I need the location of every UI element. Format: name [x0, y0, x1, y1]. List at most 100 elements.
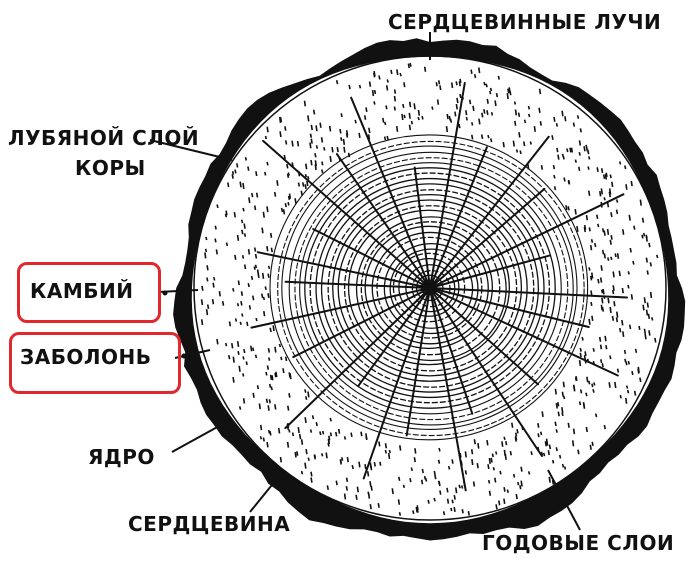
texture-dash [214, 238, 217, 243]
texture-dash [628, 214, 631, 221]
texture-dash [447, 465, 451, 470]
texture-dash [365, 107, 368, 113]
texture-dash [283, 154, 286, 160]
texture-dash [417, 109, 421, 116]
texture-dash [319, 122, 322, 128]
annual-ring [337, 199, 523, 377]
texture-dash [585, 214, 589, 221]
texture-dash [264, 135, 268, 140]
texture-dash [610, 212, 613, 218]
texture-dash [408, 112, 411, 119]
texture-dash [307, 115, 310, 122]
texture-dash [243, 348, 246, 354]
texture-dash [269, 430, 272, 436]
texture-dash [470, 69, 473, 74]
texture-dash [472, 105, 475, 112]
texture-dash [567, 206, 570, 211]
medullary-ray [262, 139, 431, 289]
texture-dash [266, 206, 269, 213]
texture-dash [231, 342, 234, 349]
texture-dash [503, 498, 506, 505]
texture-dash [578, 140, 582, 146]
texture-dash [262, 296, 266, 301]
texture-dash [563, 466, 567, 470]
texture-dash [254, 264, 258, 269]
texture-dash [282, 209, 286, 215]
texture-dash [451, 499, 454, 504]
texture-dash [266, 161, 269, 166]
texture-dash [601, 297, 604, 304]
texture-dash [618, 161, 622, 165]
texture-dash [606, 228, 610, 235]
texture-dash [300, 470, 304, 475]
texture-dash [572, 428, 576, 435]
texture-dash [255, 317, 258, 322]
medullary-ray [413, 166, 431, 289]
texture-dash [393, 89, 397, 94]
texture-dash [309, 429, 313, 433]
texture-dash [373, 101, 376, 105]
texture-dash [279, 131, 282, 138]
texture-dash [388, 449, 391, 454]
texture-dash [266, 441, 269, 448]
texture-dash [608, 188, 612, 195]
texture-dash [242, 207, 245, 212]
texture-dash [232, 376, 235, 383]
texture-dash [267, 273, 270, 278]
texture-dash [239, 321, 242, 326]
texture-dash [589, 244, 593, 251]
annual-ring [315, 177, 545, 399]
texture-dash [624, 165, 627, 170]
texture-dash [633, 390, 637, 396]
texture-dash [385, 105, 388, 110]
texture-dash [236, 341, 240, 348]
texture-dash [224, 213, 228, 218]
texture-dash [627, 360, 630, 365]
texture-dash [551, 459, 555, 464]
texture-dash [645, 236, 648, 242]
texture-dash [289, 373, 292, 380]
texture-dash [363, 115, 367, 120]
texture-dash [642, 232, 646, 237]
texture-dash [310, 471, 313, 477]
texture-dash [386, 135, 389, 140]
texture-dash [420, 479, 424, 485]
texture-dash [284, 126, 287, 131]
pointer-pith [249, 474, 281, 513]
texture-dash [234, 169, 237, 174]
texture-dash [254, 354, 258, 359]
texture-dash [633, 225, 636, 230]
medullary-ray [429, 82, 466, 289]
texture-dash [355, 494, 358, 500]
texture-dash [227, 182, 230, 188]
texture-dash [483, 81, 486, 86]
texture-dash [396, 69, 399, 76]
texture-dash [609, 239, 612, 245]
texture-dash [328, 125, 332, 132]
texture-dash [286, 173, 290, 178]
texture-dash [204, 248, 208, 253]
texture-dash [561, 110, 564, 117]
texture-dash [242, 182, 245, 190]
texture-dash [486, 98, 489, 104]
texture-dash [234, 254, 237, 260]
texture-dash [574, 159, 577, 163]
texture-dash [564, 116, 567, 122]
texture-dash [383, 136, 387, 141]
texture-dash [215, 249, 218, 255]
texture-dash [563, 177, 566, 182]
texture-dash [413, 457, 416, 463]
texture-dash [433, 497, 436, 502]
texture-dash [629, 247, 632, 253]
texture-dash [343, 493, 347, 500]
texture-dash [280, 356, 283, 361]
texture-dash [555, 123, 559, 127]
texture-dash [212, 282, 215, 288]
texture-dash [592, 389, 595, 393]
texture-dash [604, 335, 607, 342]
annual-ring [309, 172, 551, 404]
texture-dash [218, 290, 221, 297]
texture-dash [625, 385, 629, 389]
texture-dash [306, 180, 309, 187]
